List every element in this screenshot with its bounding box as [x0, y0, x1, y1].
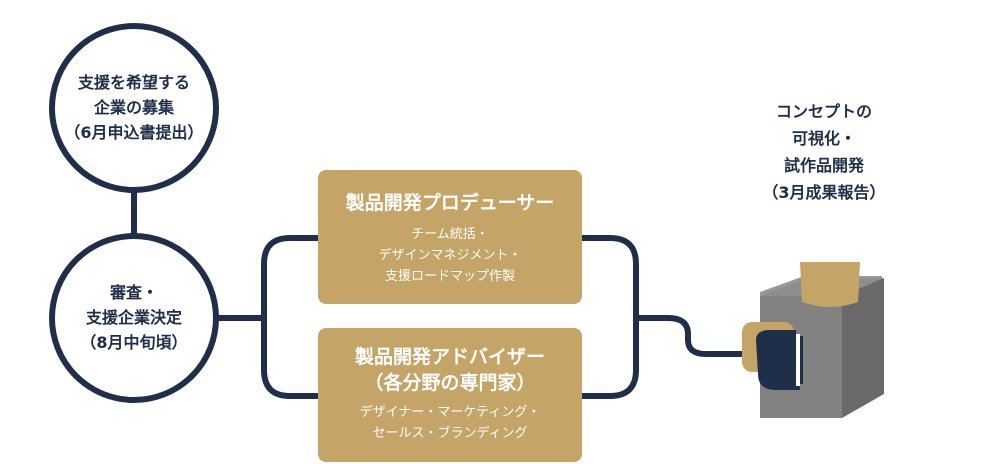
result-line: 試作品開発	[783, 156, 864, 175]
result-line: コンセプトの	[775, 102, 872, 121]
result-line: （3月成果報告）	[762, 183, 886, 202]
step2-circle	[49, 233, 219, 403]
producer-desc-line: デザインマネジメント・	[378, 248, 522, 263]
branch-bracket-left	[261, 235, 318, 399]
producer-box	[318, 170, 582, 304]
step2-line: （8月中旬頃）	[80, 333, 188, 352]
advisor-desc-line: セールス・ブランディング	[372, 426, 528, 441]
machine-icon	[742, 262, 884, 418]
result-label: コンセプトの 可視化・ 試作品開発 （3月成果報告）	[744, 98, 904, 206]
step2-label: 審査・ 支援企業決定 （8月中旬頃）	[54, 280, 214, 355]
producer-desc-line: 支援ロードマップ作製	[384, 269, 515, 284]
advisor-box	[318, 328, 582, 462]
step1-circle	[49, 23, 219, 193]
step2-line: 支援企業決定	[85, 308, 182, 327]
advisor-label: 製品開発アドバイザー （各分野の専門家） デザイナー・マーケティング・ セールス…	[318, 344, 582, 444]
step1-line: 企業の募集	[93, 98, 174, 117]
connector-to-machine	[636, 315, 742, 357]
step1-label: 支援を希望する 企業の募集 （6月申込書提出）	[54, 70, 214, 145]
result-line: 可視化・	[791, 129, 856, 148]
advisor-desc-line: デザイナー・マーケティング・	[359, 405, 541, 420]
step1-line: 支援を希望する	[77, 73, 190, 92]
advisor-title-line: （各分野の専門家）	[364, 372, 536, 394]
advisor-title-line: 製品開発アドバイザー	[354, 346, 545, 368]
producer-title: 製品開発プロデューサー	[345, 192, 555, 214]
producer-label: 製品開発プロデューサー チーム統括・ デザインマネジメント・ 支援ロードマップ作…	[318, 190, 582, 287]
branch-bracket-right	[582, 235, 639, 399]
step1-line: （6月申込書提出）	[64, 123, 204, 142]
producer-desc-line: チーム統括・	[411, 227, 489, 242]
step2-line: 審査・	[109, 283, 158, 302]
